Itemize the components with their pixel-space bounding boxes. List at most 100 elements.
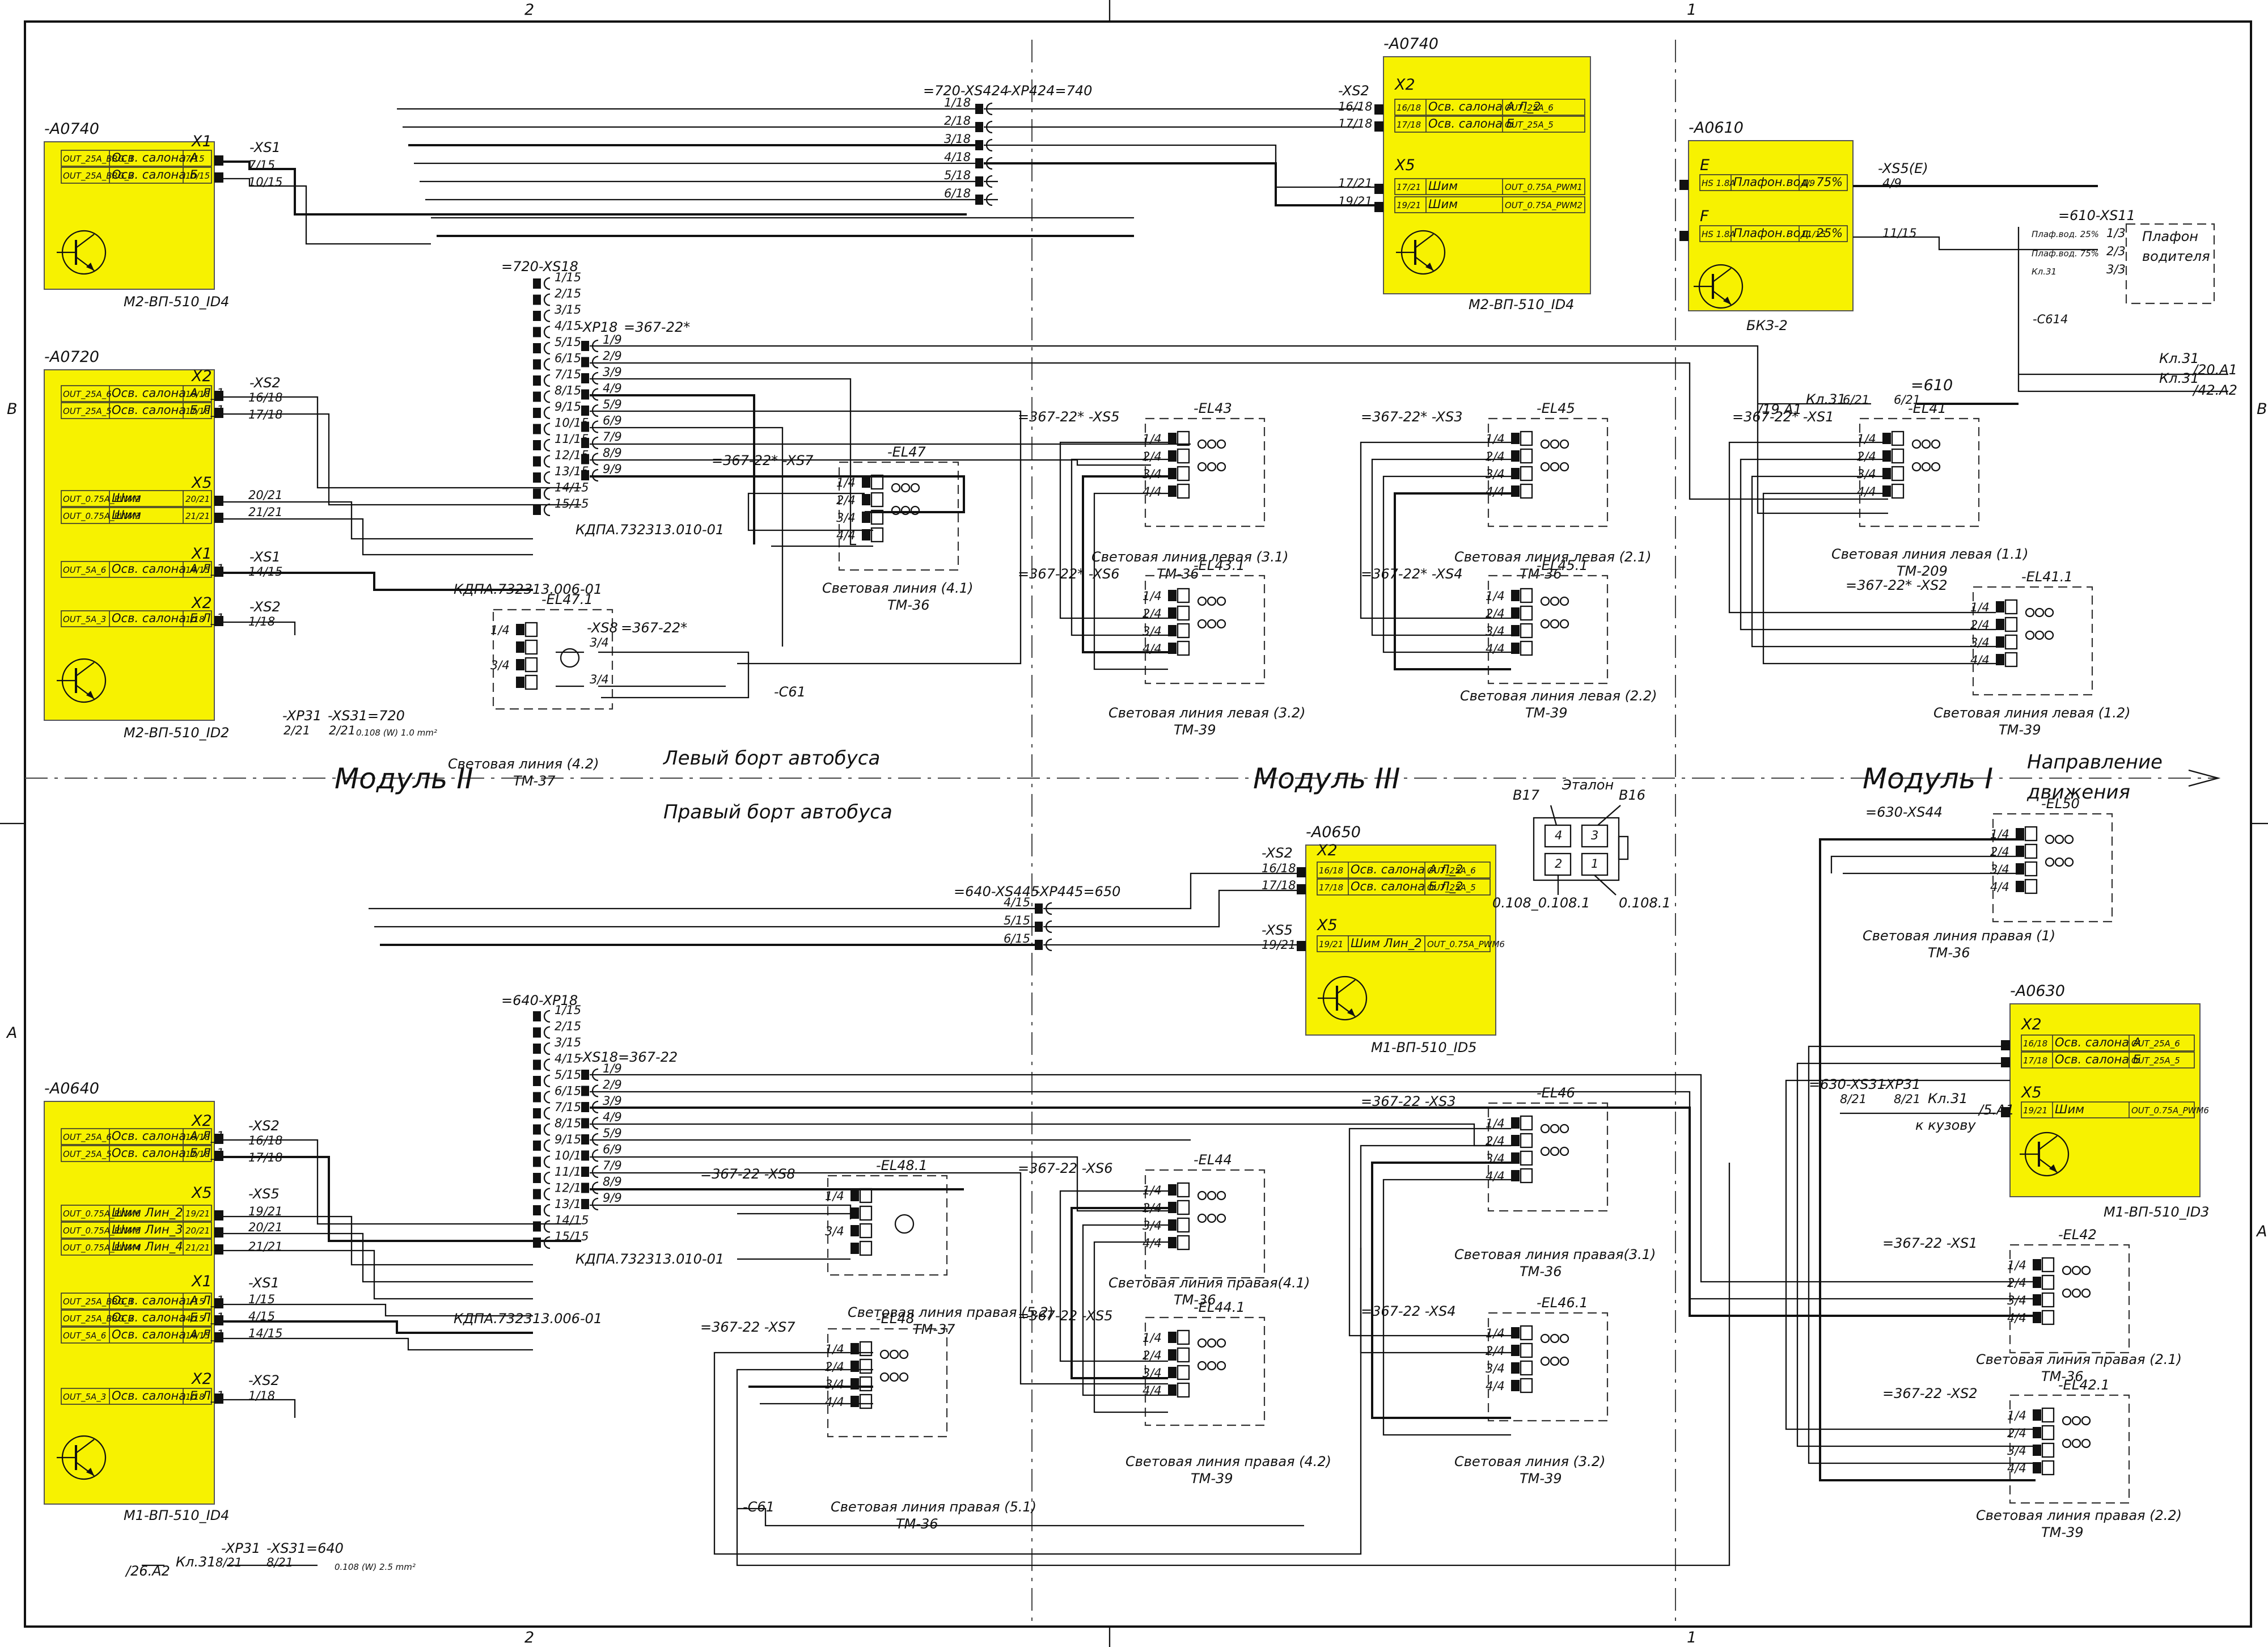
connector-pin-label: 6/15 xyxy=(555,352,581,365)
light-line-box xyxy=(838,461,959,571)
light-line-connector: =367-22 -XS7 xyxy=(700,1319,796,1335)
xs2-b-label: -XS2 xyxy=(249,375,281,391)
connector-pin-label: 3/18 xyxy=(944,132,971,146)
light-line-type: TM-39 xyxy=(2041,1524,2084,1540)
module-table-row xyxy=(61,1128,212,1145)
module-cell-1: 17/21 xyxy=(1397,182,1421,192)
connector-pin-label: 6/9 xyxy=(603,1143,622,1156)
svg-text:3: 3 xyxy=(1591,829,1598,842)
light-line-el431: -EL43.1=367-22* -XS61/42/43/44/4Световая… xyxy=(1018,558,1305,738)
row-label-b: B xyxy=(7,400,18,418)
wire xyxy=(1093,1241,1168,1413)
led-icon xyxy=(889,1372,899,1382)
led-icon xyxy=(900,505,911,516)
lamp-pin xyxy=(1882,450,1891,462)
module-table-row xyxy=(61,1293,212,1310)
module-table-row xyxy=(61,1310,212,1327)
module-cell-1: 17/18 xyxy=(1319,882,1343,893)
lamp-pin-label: 3/4 xyxy=(1486,467,1505,481)
lamp-pin-label: 3/4 xyxy=(1486,1362,1505,1375)
module-pin xyxy=(1679,180,1689,190)
lamp-pin-label: 2/4 xyxy=(1143,1349,1162,1362)
module-table-row xyxy=(1394,196,1585,213)
connector-pin-label: 4/9 xyxy=(603,382,622,395)
light-line-connector: =367-22 -XS1 xyxy=(1882,1235,1978,1251)
xs31-pin: 2/21 xyxy=(329,724,356,737)
lamp-pin-label: 4/4 xyxy=(1143,642,1162,656)
module-pin xyxy=(214,1393,223,1404)
module-table-row xyxy=(61,1327,212,1344)
wire xyxy=(214,1320,533,1334)
xs5-b-pin2: 21/21 xyxy=(248,505,283,519)
module-cell-1: OUT_0.75A_PWM3 xyxy=(63,511,141,522)
wire xyxy=(590,1091,2036,1300)
led-icon xyxy=(910,505,920,516)
light-line-name: Световая линия правая (2.1) xyxy=(1976,1352,2182,1367)
connector-pin xyxy=(581,1150,589,1161)
connector-pin xyxy=(1035,940,1043,950)
connector-pin xyxy=(533,294,541,305)
led-icon xyxy=(1216,1361,1226,1371)
module-cell-1: OUT_25A_BRG_1 xyxy=(63,154,134,164)
plafon-label-1: Плафон xyxy=(2142,229,2198,244)
xs2-l2-label: -XS2 xyxy=(248,1372,280,1388)
module-cell-2: Осв. салона А Л_2 xyxy=(1351,863,1463,877)
light-line-type: TM-36 xyxy=(1928,945,1970,961)
lamp-pin xyxy=(862,512,870,523)
lamp-pin xyxy=(1168,1237,1177,1248)
wire xyxy=(1762,492,1996,665)
wire xyxy=(590,426,784,647)
light-line-id: -EL45 xyxy=(1537,400,1575,416)
xs5-l-pin3: 21/21 xyxy=(248,1240,283,1253)
connector-pin-label: 8/15 xyxy=(555,384,581,398)
connector-pin-label: 8/9 xyxy=(603,1175,622,1189)
module-cell-1: OUT_0.75A_PWM2 xyxy=(63,494,141,505)
xs5-l-pin1: 19/21 xyxy=(248,1205,283,1218)
light-line-connector: =367-22 -XS6 xyxy=(1018,1160,1113,1176)
led-icon xyxy=(1207,596,1217,606)
xs31-630-label: =630-XS31 xyxy=(1809,1076,1886,1092)
light-line-type: TM-36 xyxy=(887,597,930,613)
module-table-row xyxy=(1699,225,1848,242)
module-name: М1-ВП-510_ID5 xyxy=(1371,1040,1476,1055)
module-pin xyxy=(1374,202,1383,212)
module-cell-1: 16/18 xyxy=(1397,103,1421,113)
xs5-c-pin2: 19/21 xyxy=(1338,195,1373,208)
connector-pin-label: 2/18 xyxy=(944,114,971,128)
wire xyxy=(214,413,581,506)
lamp-pin xyxy=(1996,636,2004,648)
connector-pin-label: 5/18 xyxy=(944,168,971,182)
led-icon xyxy=(2071,1265,2081,1276)
connector-pin-label: 3/9 xyxy=(603,365,622,379)
module-pin xyxy=(2001,1040,2010,1050)
connector-pin xyxy=(533,1108,541,1118)
ref-20: /20.A1 xyxy=(2192,362,2237,378)
wire xyxy=(590,345,1888,514)
connector-pin xyxy=(581,1167,589,1177)
lamp-pin-label: 4/4 xyxy=(2007,1311,2026,1325)
wire xyxy=(1808,1045,2036,1464)
led-icon xyxy=(1216,462,1226,472)
module-table-row xyxy=(1317,879,1491,896)
module-cell-2: Шим xyxy=(1428,197,1458,211)
kdpa-010-a: КДПА.732313.010-01 xyxy=(576,522,724,538)
connector-xp18-top: 1/92/93/94/95/96/97/98/99/9 xyxy=(581,333,622,482)
module-cell-3: 7/15 xyxy=(185,154,205,164)
wire xyxy=(590,1074,2036,1283)
light-line-id: -EL47.1 xyxy=(541,592,593,607)
lamp-pin xyxy=(516,641,524,653)
light-line-name: Световая линия левая (1.2) xyxy=(1933,705,2130,721)
ref-42: /42.A2 xyxy=(2192,382,2237,398)
svg-text:4: 4 xyxy=(1555,829,1562,842)
module-cell-3: 21/21 xyxy=(185,511,210,521)
lamp-pin xyxy=(2033,1409,2041,1421)
xs8-label: -XS8 xyxy=(587,620,618,636)
lamp-pin xyxy=(1168,1384,1177,1396)
module-cell-3: OUT_0.75A_PWM1 xyxy=(1505,182,1582,193)
led-icon xyxy=(1207,439,1217,449)
connector-pin xyxy=(581,1102,589,1112)
